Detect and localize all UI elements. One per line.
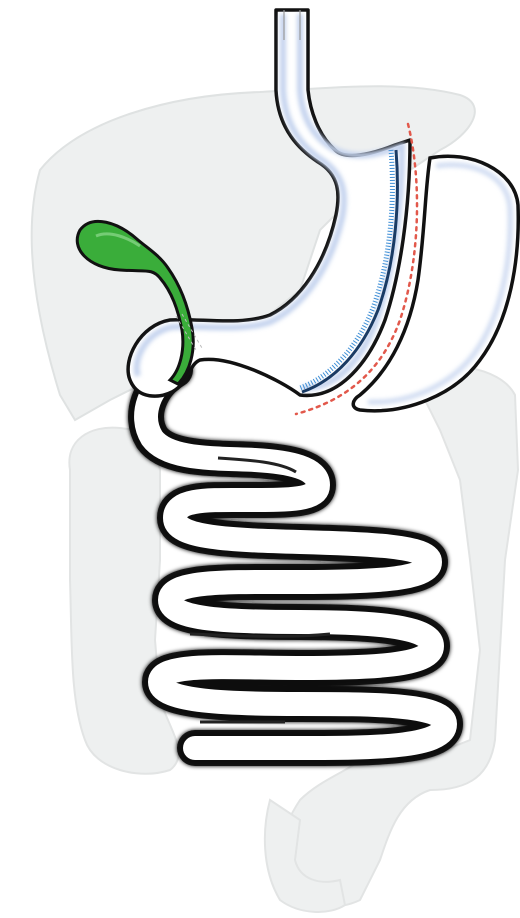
small-intestine xyxy=(146,370,445,748)
